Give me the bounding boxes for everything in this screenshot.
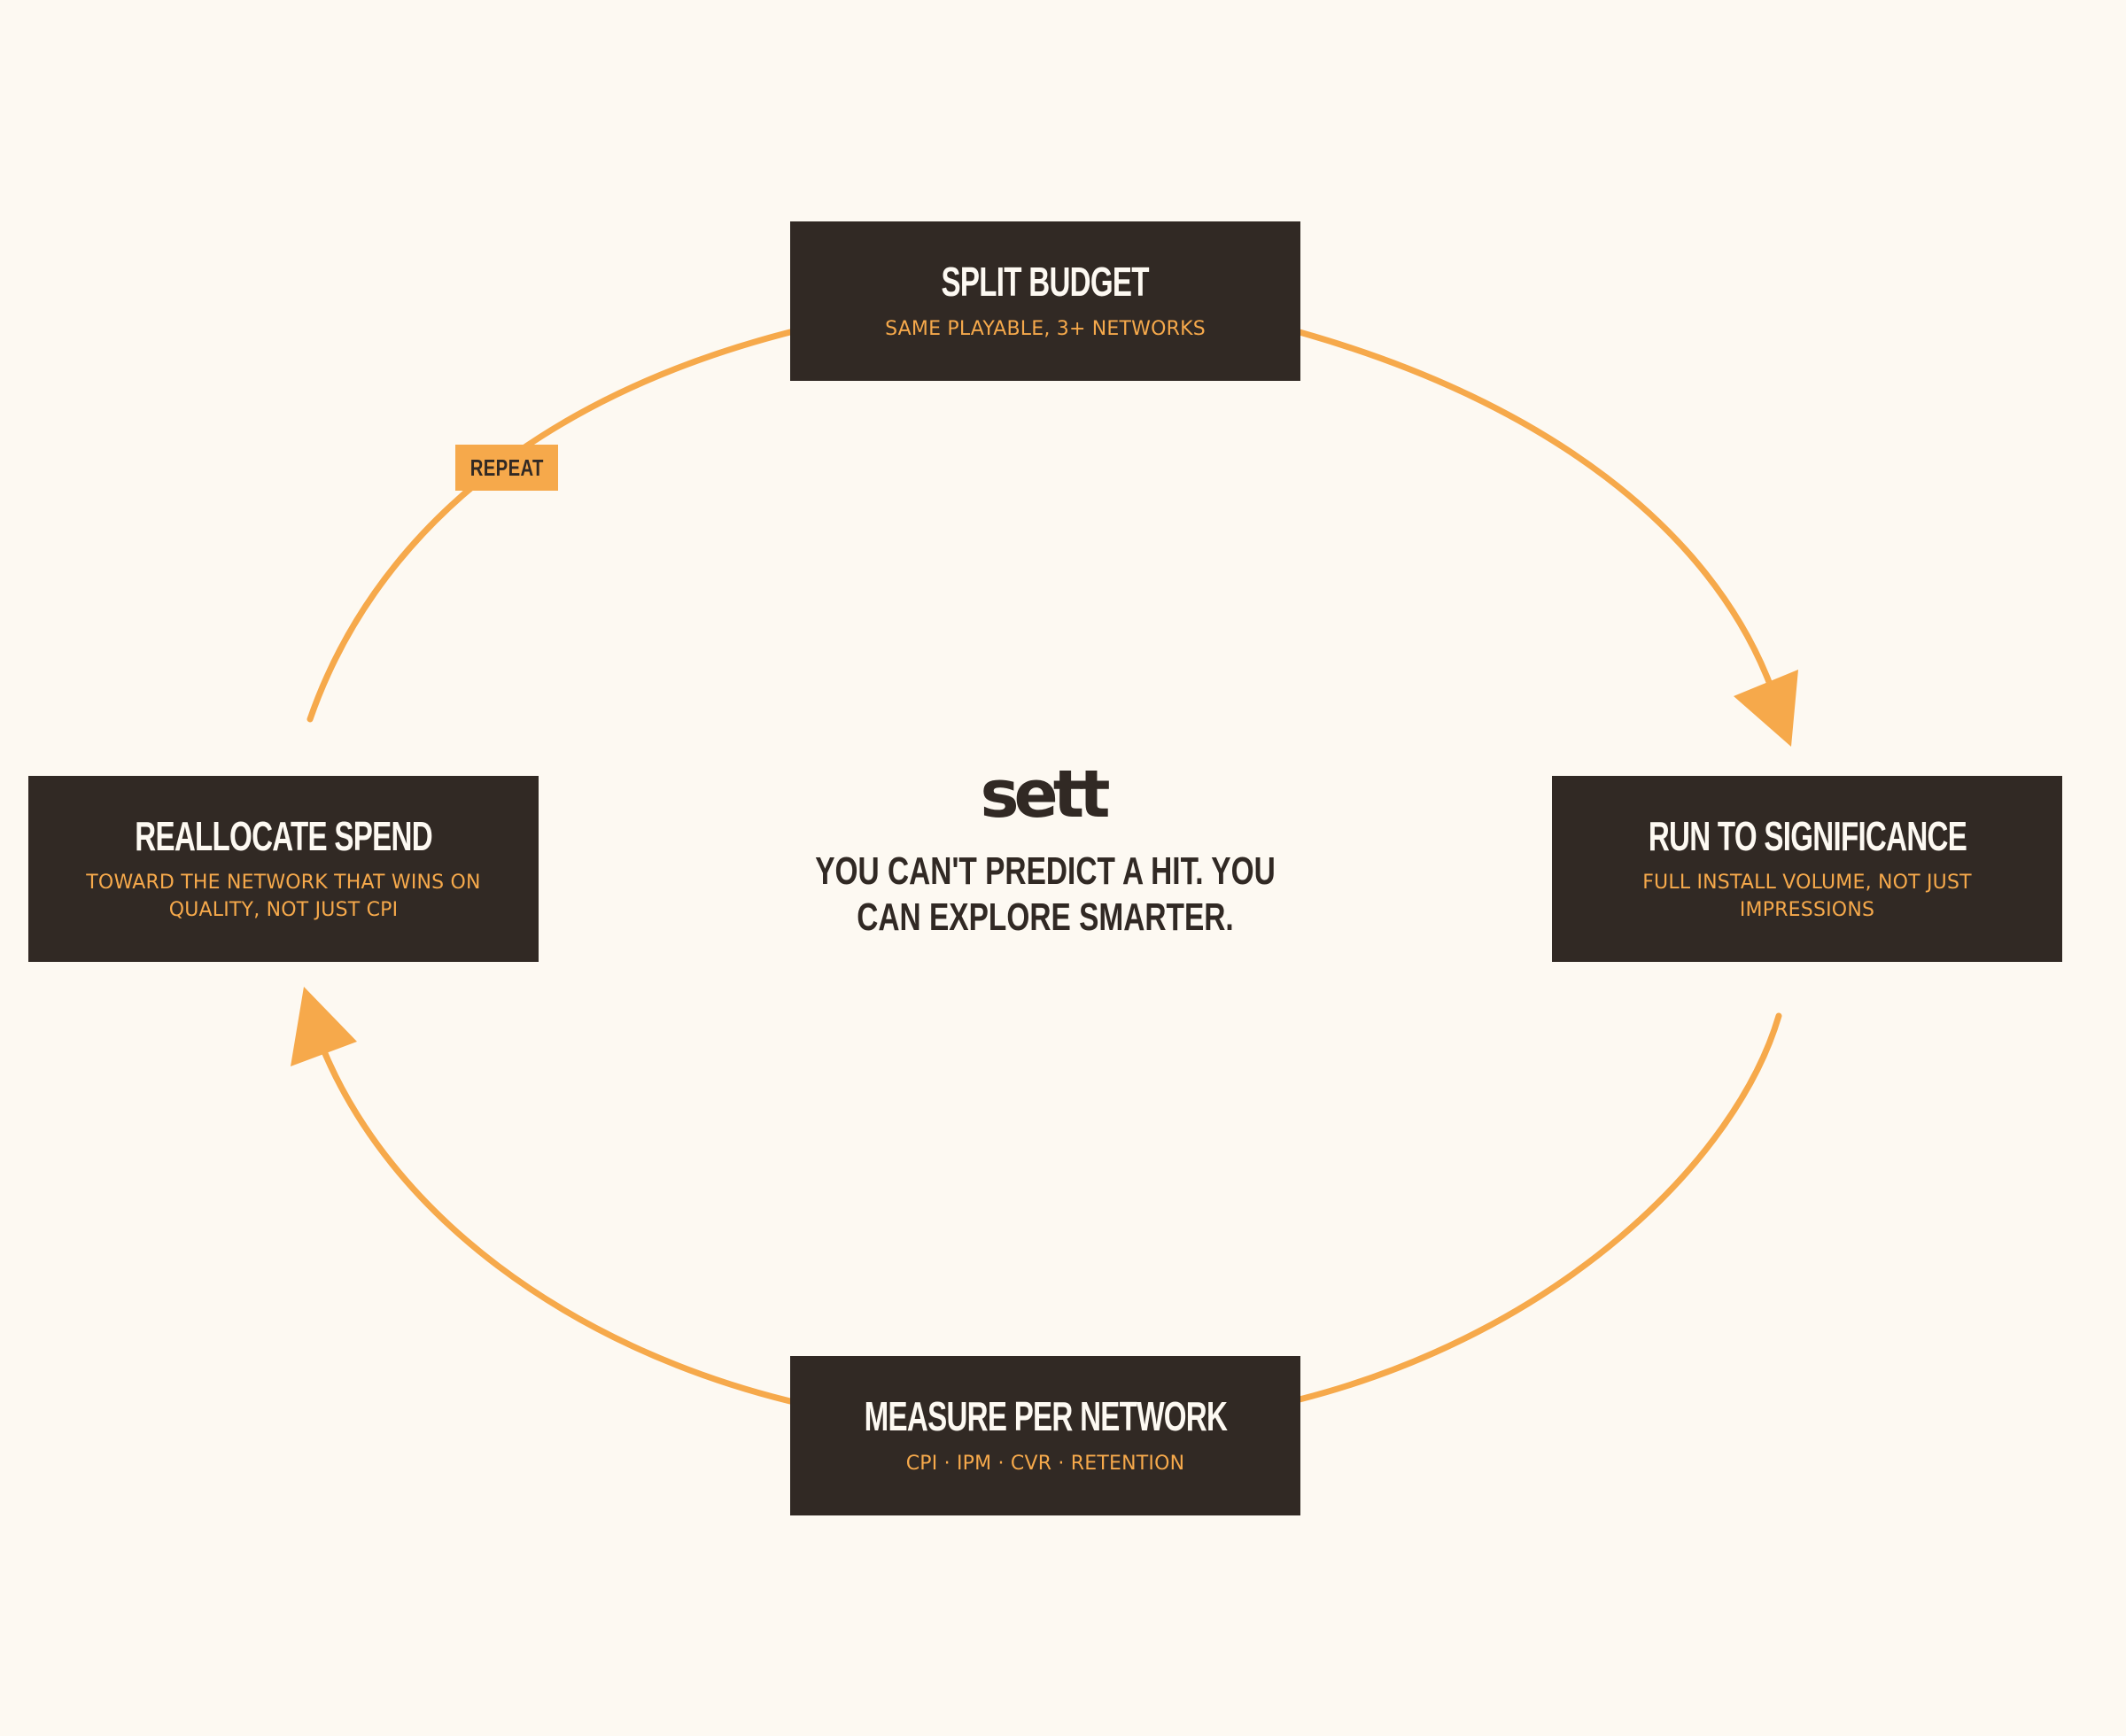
step-title: REALLOCATE SPEND [135, 812, 432, 859]
step-reallocate-spend: REALLOCATE SPEND TOWARD THE NETWORK THAT… [28, 776, 539, 962]
step-split-budget: SPLIT BUDGET SAME PLAYABLE, 3+ NETWORKS [790, 221, 1300, 381]
arc-measure-to-realloc [318, 1042, 794, 1405]
step-subtitle: FULL INSTALL VOLUME, NOT JUST IMPRESSION… [1642, 872, 1972, 922]
step-subtitle: CPI · IPM · CVR · RETENTION [905, 1452, 1185, 1475]
step-title: SPLIT BUDGET [941, 259, 1150, 306]
step-title: MEASURE PER NETWORK [864, 1393, 1227, 1440]
center-block: sett YOU CAN'T PREDICT A HIT. YOU CAN EX… [709, 762, 1382, 941]
arc-run-to-measure [1296, 1012, 1782, 1403]
brand-logo: sett [980, 756, 1111, 833]
repeat-badge: REPEAT [455, 445, 558, 491]
arrowhead-to-realloc [291, 987, 357, 1066]
arc-realloc-to-split [306, 329, 794, 723]
arc-split-to-run [1296, 329, 1773, 686]
step-subtitle: SAME PLAYABLE, 3+ NETWORKS [885, 317, 1206, 340]
step-subtitle: TOWARD THE NETWORK THAT WINS ON QUALITY,… [86, 872, 481, 922]
step-title: RUN TO SIGNIFICANCE [1648, 812, 1967, 859]
repeat-label: REPEAT [469, 453, 544, 481]
tagline: YOU CAN'T PREDICT A HIT. YOU CAN EXPLORE… [815, 849, 1276, 939]
arrowhead-to-run [1734, 670, 1798, 747]
step-run-to-significance: RUN TO SIGNIFICANCE FULL INSTALL VOLUME,… [1552, 776, 2062, 962]
step-measure-per-network: MEASURE PER NETWORK CPI · IPM · CVR · RE… [790, 1356, 1300, 1515]
